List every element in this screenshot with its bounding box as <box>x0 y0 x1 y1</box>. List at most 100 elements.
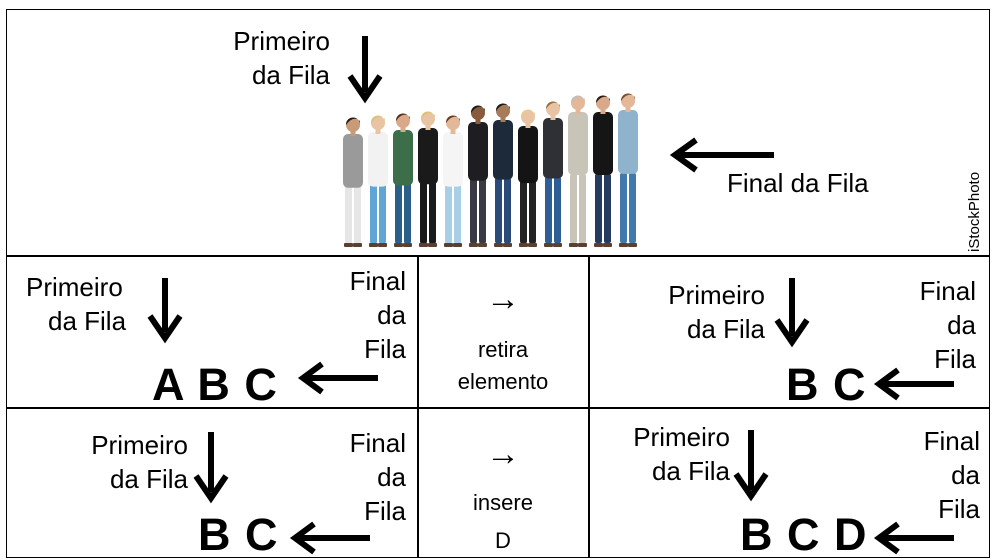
top-final-label: Final da Fila <box>727 168 869 198</box>
person-figure <box>446 116 460 130</box>
person-figure <box>470 178 477 244</box>
insert-operation-label: insere D <box>473 490 533 553</box>
person-figure <box>618 110 638 174</box>
queue-before-remove: A B C <box>152 359 278 410</box>
person-figure <box>375 128 381 134</box>
person-figure <box>596 96 610 110</box>
person-figure <box>428 243 437 247</box>
person-figure <box>425 124 431 130</box>
person-figure <box>494 243 503 247</box>
person-figure <box>620 93 635 101</box>
person-figure <box>345 117 360 125</box>
person-figure <box>625 106 631 112</box>
divider-right <box>588 255 590 558</box>
person-figure <box>470 105 485 113</box>
queue-after-insert: B C D <box>740 509 868 560</box>
person-figure <box>553 243 562 247</box>
person-figure <box>369 243 378 247</box>
r2-right-primeiro-label: Primeiro da Fila <box>668 280 765 344</box>
photo-credit: iStockPhoto <box>966 171 983 252</box>
remove-arrow: → <box>486 280 520 318</box>
queue-after-remove: B C <box>786 359 867 410</box>
person-figure <box>578 243 587 247</box>
person-figure <box>420 181 427 244</box>
person-figure <box>445 115 460 123</box>
r2-left-final-arrow-icon <box>297 361 378 395</box>
r2-left-primeiro-label: Primeiro da Fila <box>26 272 127 336</box>
insert-arrow: → <box>486 435 520 473</box>
person-figure <box>368 132 388 187</box>
person-figure <box>444 243 453 247</box>
queue-before-insert: B C <box>198 509 279 560</box>
remove-operation-label: retira elemento <box>457 337 549 394</box>
top-final-arrow-icon <box>669 137 774 173</box>
person-figure <box>571 96 585 110</box>
person-figure <box>579 174 586 243</box>
r2-left-primeiro-arrow-icon <box>147 278 183 344</box>
r3-right-final-label: Final da Fila <box>923 426 980 524</box>
r3-left-final-label: Final da Fila <box>349 428 406 526</box>
person-figure <box>354 184 361 244</box>
divider-left <box>417 255 419 558</box>
person-figure <box>343 134 363 188</box>
r3-left-final-arrow-icon <box>289 521 370 555</box>
r2-right-final-label: Final da Fila <box>919 276 976 374</box>
person-figure <box>420 111 435 119</box>
r3-right-final-arrow-icon <box>873 521 954 555</box>
person-figure <box>403 243 412 247</box>
top-primeiro-label: Primeiro da Fila <box>233 26 330 90</box>
person-figure <box>396 114 410 128</box>
r3-right-primeiro-arrow-icon <box>733 430 769 502</box>
person-figure <box>394 243 403 247</box>
person-figure <box>445 183 452 244</box>
person-figure <box>570 95 585 103</box>
divider-top <box>6 255 990 257</box>
person-figure <box>619 243 628 247</box>
person-figure <box>418 128 438 185</box>
r3-left-primeiro-label: Primeiro da Fila <box>91 430 188 494</box>
person-figure <box>379 183 386 244</box>
person-figure <box>370 183 377 244</box>
person-figure <box>570 174 577 243</box>
r2-left-final-label: Final da Fila <box>349 266 406 364</box>
person-figure <box>568 112 588 175</box>
person-figure <box>495 103 510 111</box>
person-figure <box>569 243 578 247</box>
person-figure <box>454 183 461 244</box>
person-figure <box>550 114 556 120</box>
person-figure <box>593 112 613 175</box>
person-figure <box>475 118 481 124</box>
person-figure <box>471 106 485 120</box>
person-figure <box>393 130 413 186</box>
person-figure <box>453 243 462 247</box>
person-figure <box>521 110 535 124</box>
person-figure <box>478 243 487 247</box>
person-figure <box>520 109 535 117</box>
person-figure <box>378 243 387 247</box>
top-primeiro-arrow-icon <box>347 36 383 104</box>
person-figure <box>504 177 511 244</box>
person-figure <box>395 182 402 244</box>
person-figure <box>500 116 506 122</box>
person-figure <box>546 102 560 116</box>
r3-left-primeiro-arrow-icon <box>193 432 229 504</box>
person-figure <box>395 113 410 121</box>
person-figure <box>575 108 581 114</box>
person-figure <box>468 122 488 181</box>
person-figure <box>371 116 385 130</box>
person-figure <box>443 132 463 187</box>
person-figure <box>528 243 537 247</box>
person-figure <box>350 130 356 136</box>
person-figure <box>479 178 486 244</box>
person-figure <box>469 243 478 247</box>
people-queue-photo <box>343 93 638 247</box>
person-figure <box>493 120 513 180</box>
person-figure <box>429 181 436 244</box>
person-figure <box>400 126 406 132</box>
person-figure <box>370 115 385 123</box>
person-figure <box>629 173 636 243</box>
person-figure <box>600 108 606 114</box>
person-figure <box>554 176 561 244</box>
person-figure <box>595 95 610 103</box>
person-figure <box>404 182 411 244</box>
